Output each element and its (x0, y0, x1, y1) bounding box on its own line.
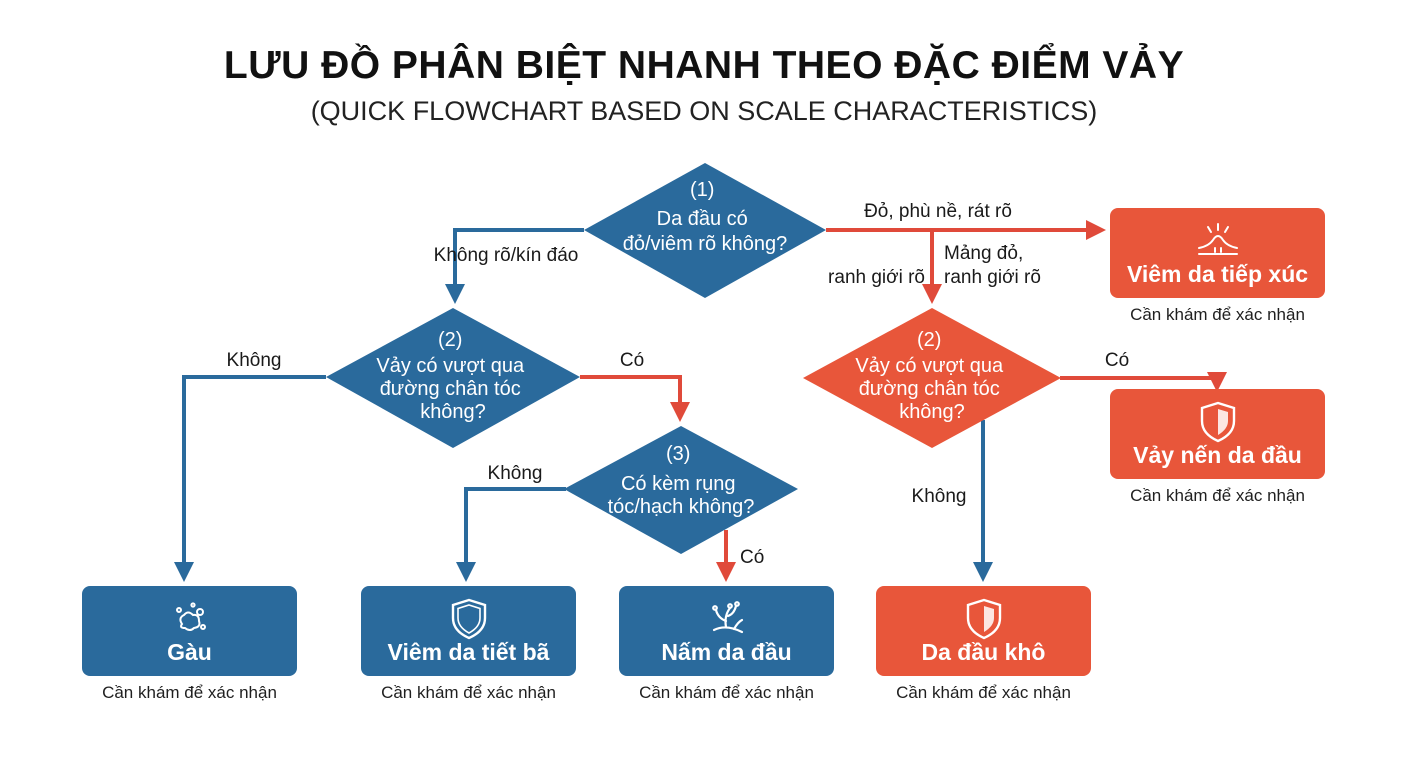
edge-label-d2r-right: Có (1105, 350, 1129, 371)
decision-2-right-text: (2) Vảy có vượt qua đường chân tóc không… (855, 329, 1008, 423)
edge-label-d1-left: Không rõ/kín đáo (434, 245, 579, 266)
edge-label-d2r-down: Không (912, 486, 967, 507)
decision-2-left-line: Vảy có vượt qua (376, 355, 525, 377)
flakes-icon (82, 596, 297, 642)
result-gau-name: Gàu (167, 639, 212, 665)
shield-icon (876, 596, 1091, 642)
edge-label-d2l-left: Không (227, 350, 282, 371)
decision-2-left-text: (2) Vảy có vượt qua đường chân tóc không… (376, 329, 529, 423)
result-viem-da-tiep-xuc: Viêm da tiếp xúc (1110, 208, 1325, 298)
decision-2-right-line: Vảy có vượt qua (855, 355, 1004, 377)
decision-1-line: (1) (690, 179, 714, 201)
result-viem-da-tiep-xuc-name: Viêm da tiếp xúc (1126, 261, 1309, 287)
result-vay-nen-da-dau-name: Vảy nến da đầu (1133, 442, 1302, 468)
decision-2-left-diamond (326, 308, 580, 448)
decision-2-right-line: không? (899, 401, 965, 423)
decision-2-right-line: đường chân tóc (859, 378, 1000, 400)
result-da-dau-kho: Da đầu khô (876, 586, 1091, 676)
result-vay-nen-da-dau: Vảy nến da đầu (1110, 389, 1325, 479)
decision-3-text: (3) Có kèm rụng tóc/hạch không? (608, 443, 755, 518)
edge-d3-to-tiet-ba (456, 487, 566, 582)
edge-label-d1-down-side: ranh giới rõ (828, 267, 925, 288)
edge-label-d1-down-1: Mảng đỏ, (944, 243, 1023, 264)
page-subtitle: (QUICK FLOWCHART BASED ON SCALE CHARACTE… (310, 96, 1098, 126)
result-nam-da-dau-name: Nấm da đầu (661, 639, 792, 665)
decision-2-right-line: (2) (917, 329, 941, 351)
shield-icon (1110, 399, 1325, 445)
decision-3-diamond (564, 426, 798, 554)
shield-icon (361, 596, 576, 642)
decision-2-left-line: không? (420, 401, 486, 423)
edge-label-d3-left: Không (488, 463, 543, 484)
edge-d2l-to-d3 (580, 375, 690, 422)
page-title: LƯU ĐỒ PHÂN BIỆT NHANH THEO ĐẶC ĐIỂM VẢY (223, 44, 1185, 87)
result-viem-da-tiet-ba-name: Viêm da tiết bã (387, 639, 550, 665)
edge-label-d1-down-2: ranh giới rõ (944, 267, 1041, 288)
result-vay-nen-da-dau-note: Cần khám để xác nhận (1130, 486, 1305, 505)
edge-label-d3-down: Có (740, 547, 764, 568)
edge-label-d2l-right: Có (620, 350, 644, 371)
result-viem-da-tiep-xuc-note: Cần khám để xác nhận (1130, 305, 1305, 324)
edge-d2l-to-gau (174, 375, 326, 582)
result-nam-da-dau-note: Cần khám để xác nhận (639, 683, 814, 702)
result-da-dau-kho-name: Da đầu khô (921, 639, 1046, 665)
result-gau: Gàu (82, 586, 297, 676)
edge-d1-to-d2-left (445, 228, 584, 304)
decision-3-line: tóc/hạch không? (608, 496, 755, 518)
decision-1-text: (1) Da đầu có đỏ/viêm rõ không? (623, 179, 788, 255)
decision-2-left-line: đường chân tóc (380, 378, 521, 400)
decision-2-right-diamond (803, 308, 1061, 448)
skin-irritation-icon (1110, 218, 1325, 264)
decision-1-line: đỏ/viêm rõ không? (623, 233, 788, 255)
decision-2-left-line: (2) (438, 329, 462, 351)
result-nam-da-dau: Nấm da đầu (619, 586, 834, 676)
decision-3-line: (3) (666, 443, 690, 465)
edge-d2r-to-vay-nen (1060, 372, 1227, 392)
decision-1-line: Da đầu có (657, 208, 748, 230)
decision-3-line: Có kèm rụng (621, 473, 736, 495)
result-da-dau-kho-note: Cần khám để xác nhận (896, 683, 1071, 702)
result-viem-da-tiet-ba-note: Cần khám để xác nhận (381, 683, 556, 702)
result-gau-note: Cần khám để xác nhận (102, 683, 277, 702)
decision-1-diamond (584, 163, 826, 298)
fungus-icon (619, 596, 834, 642)
edge-label-d1-right: Đỏ, phù nề, rát rõ (864, 201, 1012, 222)
result-viem-da-tiet-ba: Viêm da tiết bã (361, 586, 576, 676)
